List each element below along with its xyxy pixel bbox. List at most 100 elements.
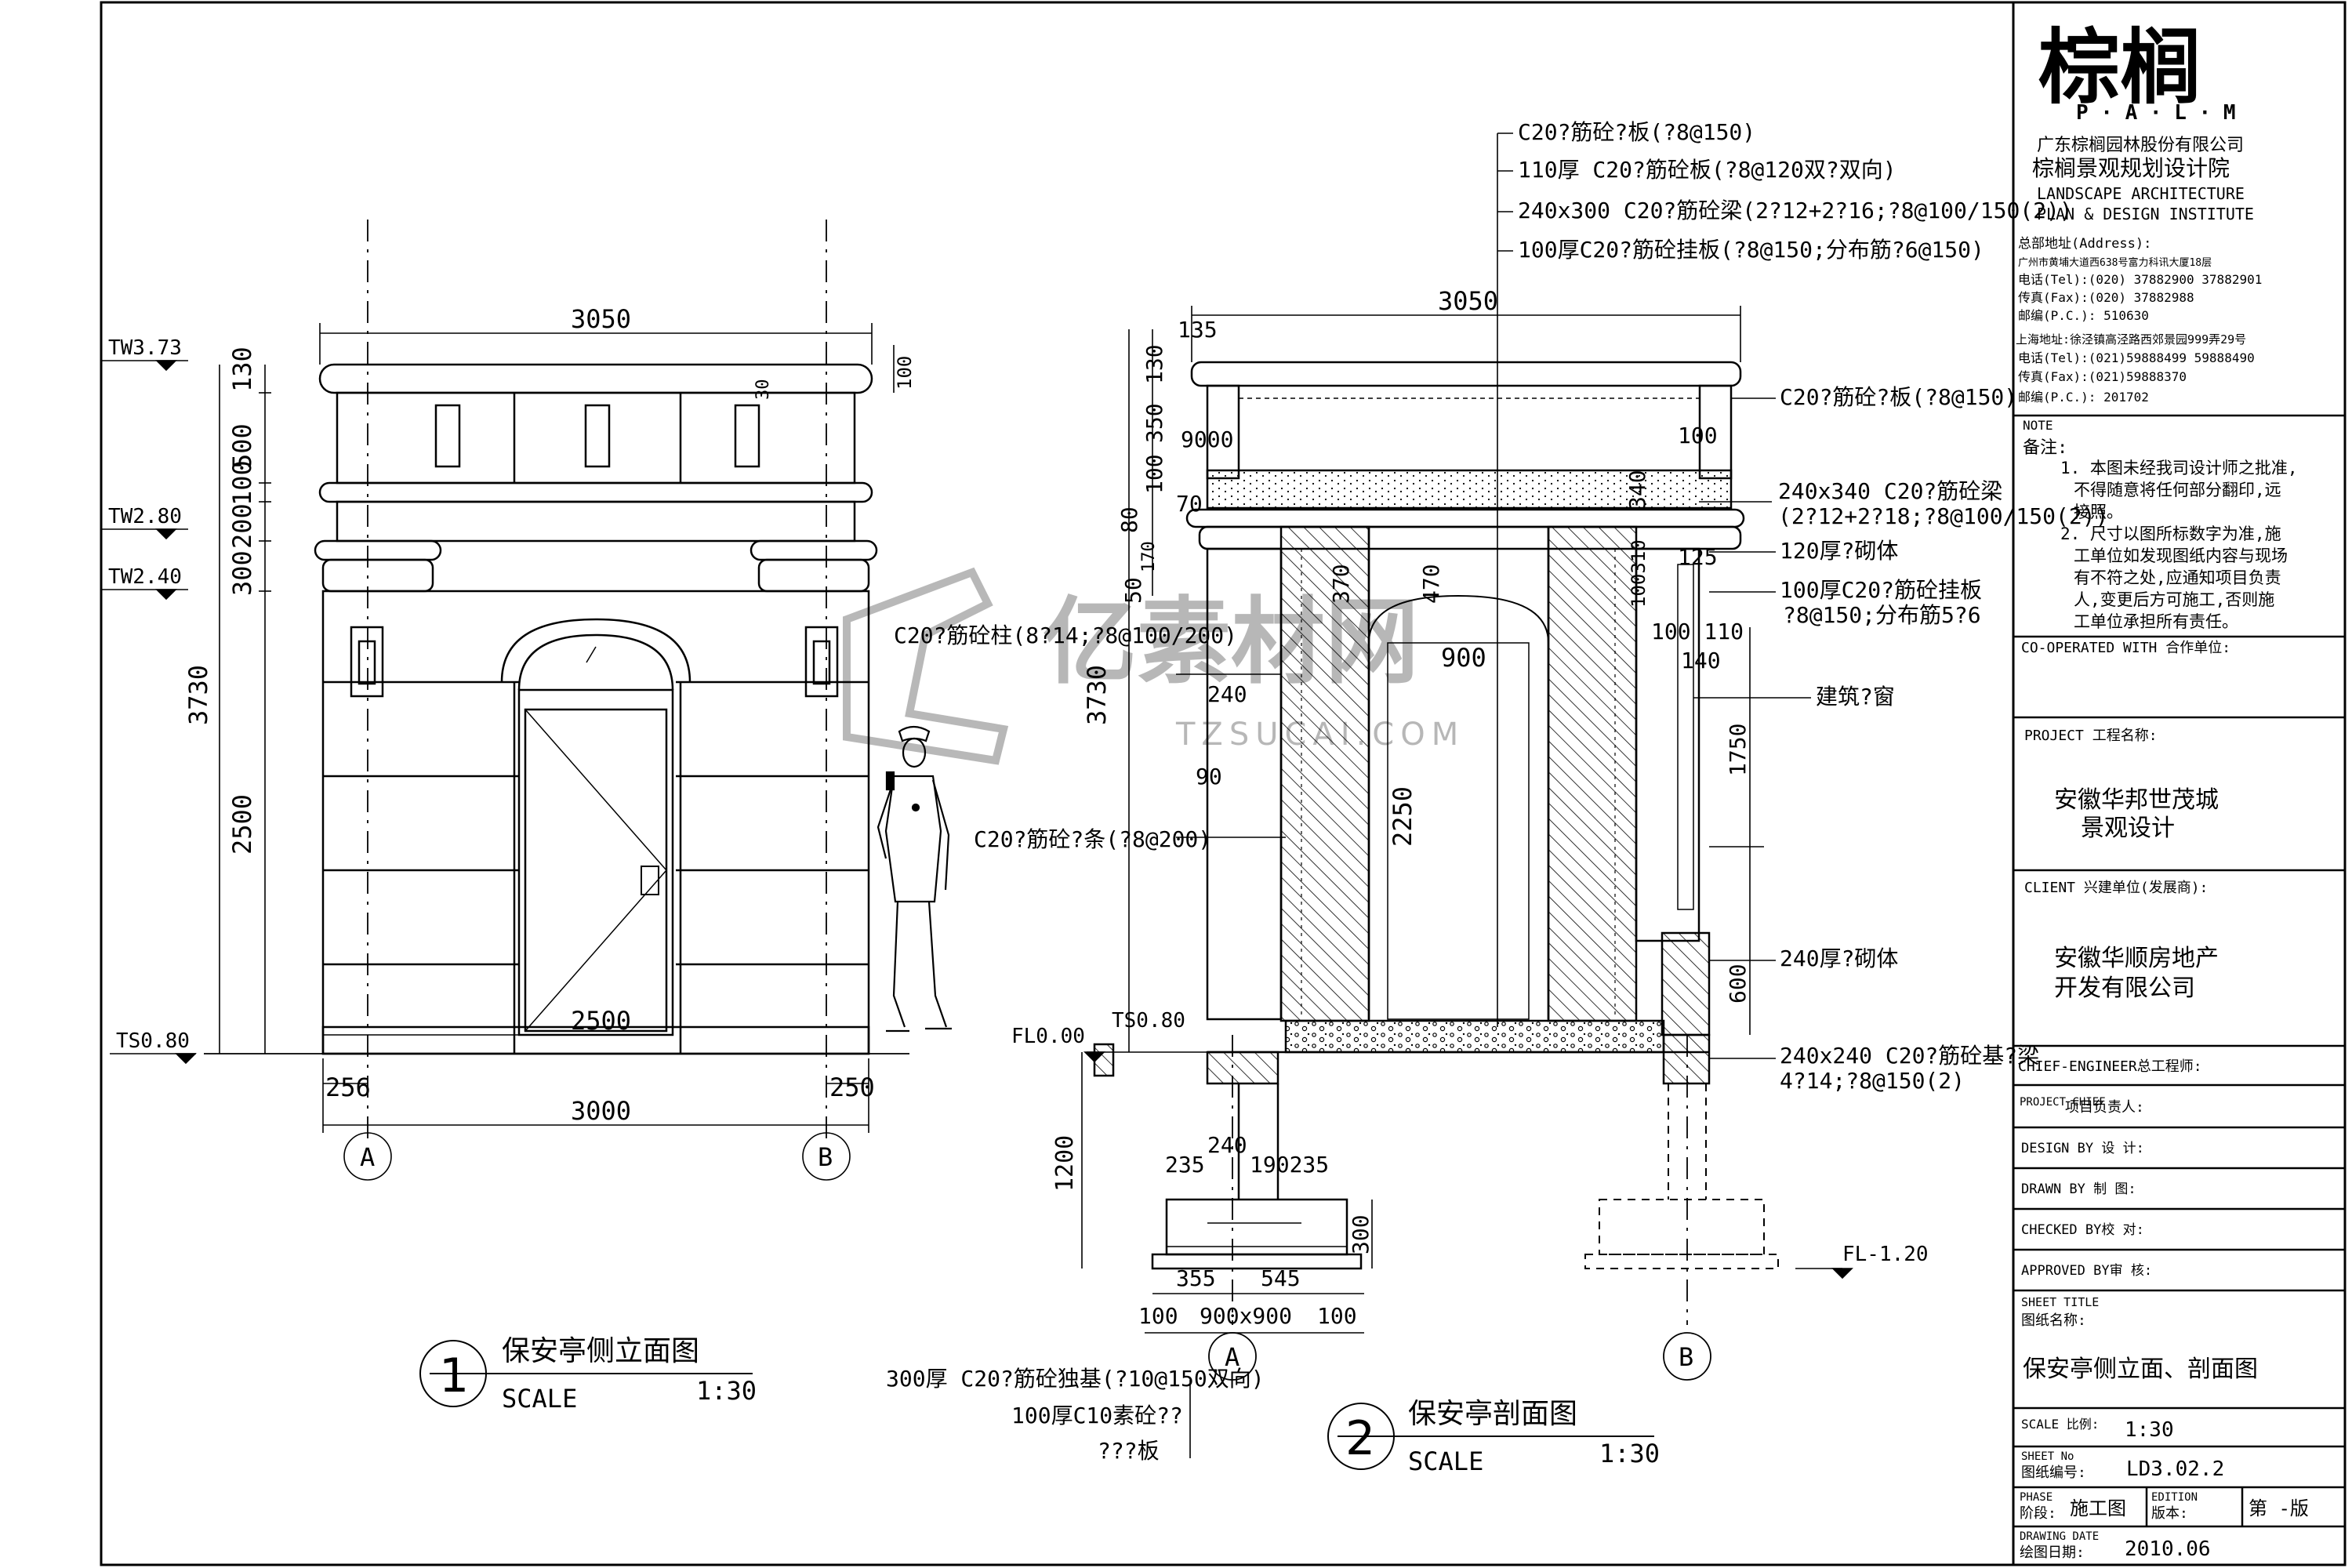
dim-130: 130 bbox=[227, 347, 257, 392]
sec-dim-100: 100 bbox=[1142, 454, 1167, 494]
date-label-en: DRAWING DATE bbox=[2020, 1530, 2099, 1543]
level-fl-120: FL-1.20 bbox=[1842, 1243, 1929, 1266]
sec-dim-470: 470 bbox=[1418, 564, 1444, 604]
elevation-scale: 1:30 bbox=[696, 1376, 757, 1406]
floor-slab bbox=[1284, 1019, 1665, 1054]
address-line-5: 邮编(P.C.): 510630 bbox=[2018, 308, 2149, 323]
section-title: 保安亭剖面图 bbox=[1408, 1398, 1577, 1430]
sheet-no-label-en: SHEET No bbox=[2021, 1450, 2074, 1463]
door-leaf bbox=[524, 708, 668, 1033]
cooperated-label: CO-OPERATED WITH 合作单位: bbox=[2021, 640, 2230, 656]
right-column bbox=[1547, 525, 1638, 1022]
project-chief-en: PROJECT CHIEF bbox=[2020, 1096, 2106, 1109]
dim-2500-door: 2500 bbox=[571, 1006, 631, 1036]
watermark-logo-mark bbox=[843, 567, 1009, 765]
project-name-2: 景观设计 bbox=[2081, 815, 2175, 842]
side-elevation bbox=[204, 220, 909, 1145]
client-label: CLIENT 兴建单位(发展商): bbox=[2024, 880, 2208, 896]
project-label: PROJECT 工程名称: bbox=[2024, 728, 2158, 744]
sec-dim-1750: 1750 bbox=[1725, 724, 1751, 776]
company-name: 广东棕榈园林股份有限公司 bbox=[2037, 136, 2244, 155]
mid-band bbox=[318, 481, 873, 503]
note-line-5: 工单位如发现图纸内容与现场 bbox=[2074, 546, 2288, 565]
note-line-1: 1. 本图未经我司设计师之批准, bbox=[2060, 459, 2298, 477]
elevation-number: 1 bbox=[439, 1348, 469, 1403]
cornice-top bbox=[318, 363, 873, 394]
elevation-dimension-texts: 3050 2500 256 250 3000 130 500 100 200 3… bbox=[108, 304, 916, 1172]
client-name-2: 开发有限公司 bbox=[2054, 975, 2195, 1002]
sheet-no-label-cn: 图纸编号: bbox=[2021, 1465, 2086, 1481]
wall-lamp-left-glass bbox=[358, 640, 376, 685]
note-line-3: 接照。 bbox=[2074, 503, 2123, 521]
frieze bbox=[336, 500, 856, 543]
level-tw373: TW3.73 bbox=[108, 336, 182, 360]
sec-dim-135: 135 bbox=[1178, 317, 1218, 343]
phase-value: 施工图 bbox=[2070, 1497, 2126, 1519]
dim-2500-height: 2500 bbox=[227, 794, 257, 855]
door-frame bbox=[517, 688, 674, 1036]
phase-label-en: PHASE bbox=[2020, 1491, 2053, 1504]
section-axis-label-b: B bbox=[1679, 1342, 1693, 1372]
axis-label-a: A bbox=[360, 1142, 375, 1172]
note-line-7: 人,变更后方可施工,否则施 bbox=[2074, 590, 2274, 609]
sec-dim-355: 355 bbox=[1176, 1265, 1216, 1291]
level-tw240: TW2.40 bbox=[108, 565, 182, 589]
ground-beam-left bbox=[1206, 1051, 1279, 1085]
wall-lamp-right-glass bbox=[812, 640, 831, 685]
note-line-2: 不得随意将任何部分翻印,远 bbox=[2074, 481, 2281, 499]
address-line-6: 上海地址:徐泾镇高泾路西郊景园999弄29号 bbox=[2016, 332, 2246, 347]
bottom-note-1: 300厚 C20?筋砼独基(?10@150双向) bbox=[886, 1366, 1265, 1392]
level-fl000: FL0.00 bbox=[1011, 1025, 1085, 1048]
institute-name: 棕榈景观规划设计院 bbox=[2032, 155, 2230, 181]
sec-dim-190235: 190235 bbox=[1250, 1152, 1329, 1178]
institute-en-2: PLAN & DESIGN INSTITUTE bbox=[2037, 205, 2254, 223]
title-block bbox=[2013, 414, 2345, 1528]
left-wall bbox=[1206, 547, 1283, 1021]
level-ts080-sec: TS0.80 bbox=[1112, 1009, 1185, 1033]
sheet-no: LD3.02.2 bbox=[2126, 1457, 2224, 1481]
edition-label-en: EDITION bbox=[2151, 1491, 2198, 1504]
palm-logo-sub: P · A · L · M bbox=[2076, 101, 2236, 125]
right-note-2: 240x340 C20?筋砼梁 bbox=[1778, 478, 2002, 504]
dim-250: 250 bbox=[829, 1073, 875, 1102]
right-pier-cap-2 bbox=[757, 558, 870, 593]
dim-30-right: 30 bbox=[753, 379, 773, 401]
note-line-8: 工单位承担所有责任。 bbox=[2074, 612, 2238, 631]
section-bubble-b bbox=[1663, 1332, 1711, 1381]
sec-dim-240: 240 bbox=[1207, 681, 1247, 707]
sec-dim-2250: 2250 bbox=[1388, 786, 1417, 847]
sec-dim-170: 170 bbox=[1139, 541, 1159, 572]
sec-dim-1200: 1200 bbox=[1051, 1135, 1079, 1192]
scale-value: 1:30 bbox=[2125, 1418, 2174, 1442]
checked-by-label: CHECKED BY校 对: bbox=[2021, 1222, 2144, 1238]
address-line-8: 传真(Fax):(021)59888370 bbox=[2018, 369, 2187, 384]
address-line-3: 电话(Tel):(020) 37882900 37882901 bbox=[2018, 272, 2262, 287]
date-value: 2010.06 bbox=[2125, 1537, 2211, 1561]
right-note-4: 120厚?砌体 bbox=[1780, 538, 1898, 564]
section-texts: C20?筋砼?板(?8@150) 110厚 C20?筋砼板(?8@120双?双向… bbox=[886, 119, 2108, 1464]
sheet-border bbox=[100, 1, 2347, 1566]
client-name-1: 安徽华顺房地产 bbox=[2054, 945, 2219, 972]
axis-bubble-b bbox=[802, 1132, 851, 1181]
project-chief-cn: 项目负责人: bbox=[2065, 1099, 2144, 1116]
sec-dim-600: 600 bbox=[1725, 964, 1751, 1004]
note-line-4: 2. 尺寸以图所标数字为准,施 bbox=[2060, 524, 2281, 543]
note-en: NOTE bbox=[2023, 418, 2053, 433]
parapet-window-1 bbox=[434, 404, 461, 468]
dim-200: 200 bbox=[227, 503, 257, 549]
threshold-block bbox=[1093, 1043, 1115, 1077]
bottom-note-3: ???板 bbox=[1098, 1438, 1160, 1464]
section-axis-label-a: A bbox=[1225, 1342, 1240, 1372]
axis-label-b: B bbox=[818, 1142, 833, 1172]
note-cn: 备注: bbox=[2023, 438, 2067, 458]
right-note-5: 100厚C20?筋砼挂板 bbox=[1780, 577, 1982, 603]
roof-slab bbox=[1190, 361, 1742, 387]
door-arch-inner bbox=[517, 633, 674, 691]
parapet-window-3 bbox=[734, 404, 760, 468]
dim-3050-elev: 3050 bbox=[571, 304, 631, 334]
sec-dim-545: 545 bbox=[1261, 1265, 1301, 1291]
watermark: 亿素材网 TZSUCAI.COM bbox=[843, 567, 1458, 765]
sec-dim-300: 300 bbox=[1348, 1214, 1374, 1254]
wall-lamp-left bbox=[350, 626, 384, 698]
